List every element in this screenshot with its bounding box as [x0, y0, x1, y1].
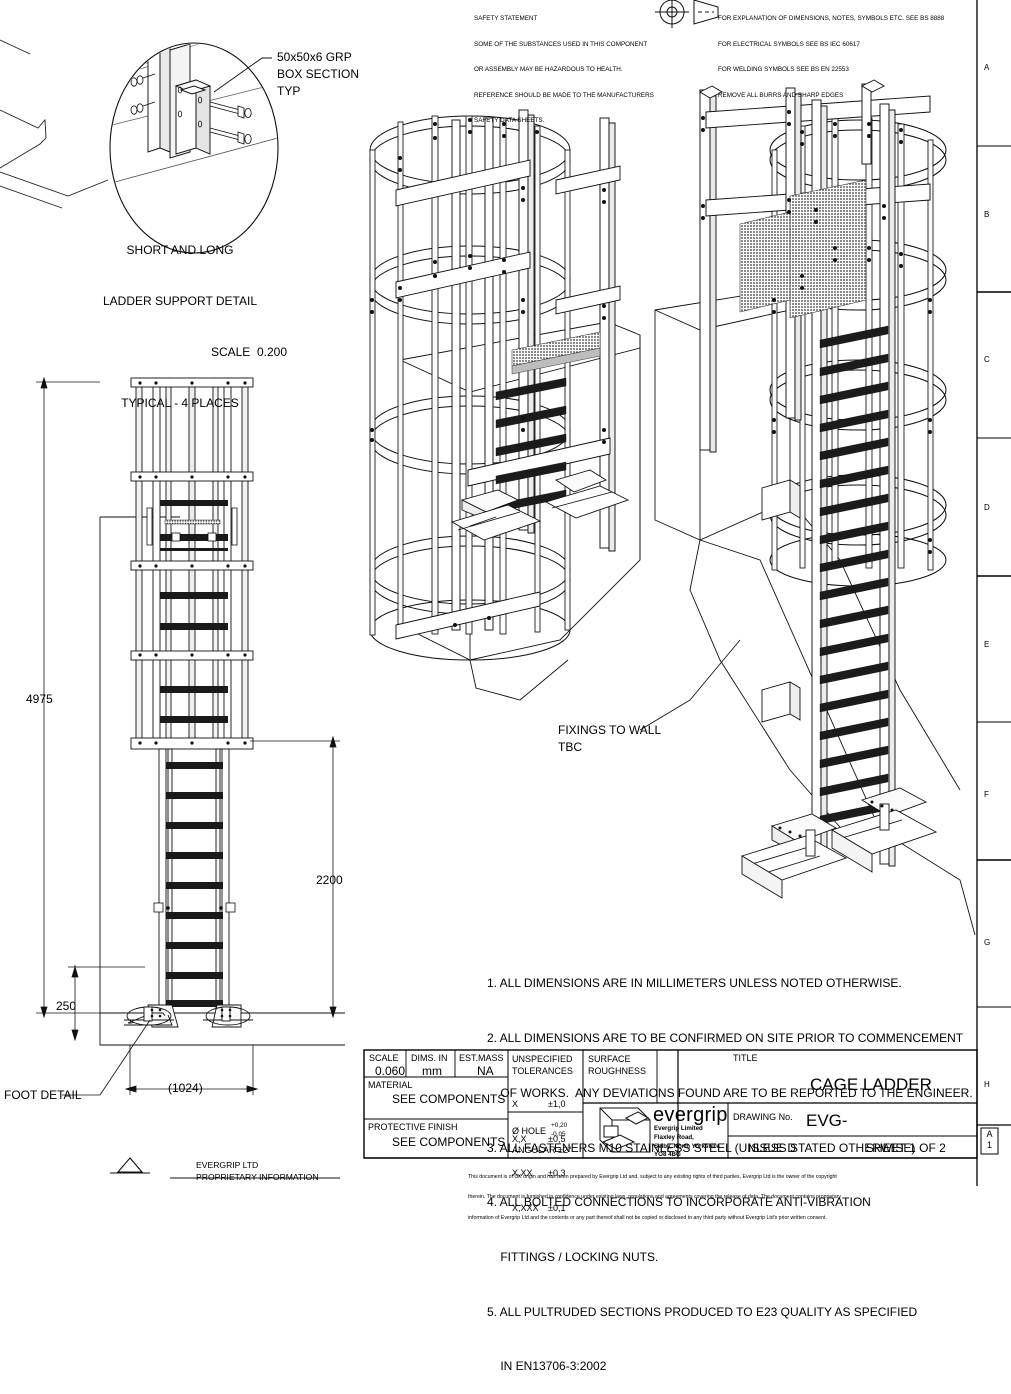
- footer-proprietary-text: PROPRIETARY INFORMATION: [196, 1171, 319, 1182]
- technical-drawing-canvas: [0, 0, 1011, 1186]
- scale-label: SCALE: [369, 1053, 399, 1063]
- protective-finish-value: SEE COMPONENTS: [392, 1135, 506, 1149]
- isometric-view-left: [369, 109, 641, 701]
- box-section-callout-label: 50x50x6 GRP BOX SECTION TYP: [277, 50, 360, 99]
- sheet-value: SHEET 1 OF 2: [866, 1141, 946, 1155]
- est-mass-label: EST.MASS: [459, 1053, 504, 1063]
- hole-tolerance-label: Ø HOLE: [512, 1126, 547, 1136]
- elevation-rungs-lower: [166, 762, 223, 1007]
- dimension-foot-height: 250: [56, 999, 77, 1013]
- fixings-to-wall-note: FIXINGS TO WALL TBC: [558, 723, 662, 754]
- top-left-partial-geometry: [0, 39, 109, 209]
- copyright-notice: This document is of UK origin and has be…: [468, 1173, 841, 1221]
- dims-in-value: mm: [422, 1064, 442, 1078]
- dimension-lines: [36, 376, 340, 1096]
- zone-letter-a: A: [984, 63, 990, 72]
- zone-letter-b: B: [984, 210, 990, 219]
- dims-in-label: DIMS. IN: [411, 1053, 448, 1063]
- footer-company-block: EVERGRIP LTD PROPRIETARY INFORMATION: [196, 1160, 319, 1184]
- surface-roughness-label: SURFACE ROUGHNESS: [588, 1054, 647, 1077]
- note-item: OF WORKS. ANY DEVIATIONS FOUND ARE TO BE…: [487, 1085, 973, 1100]
- base-feet-right: [740, 787, 938, 899]
- note-item: 2. ALL DIMENSIONS ARE TO BE CONFIRMED ON…: [487, 1031, 964, 1046]
- note-item: FITTINGS / LOCKING NUTS.: [487, 1249, 659, 1264]
- drawing-no-label: DRAWING No.: [733, 1112, 793, 1122]
- standards-reference-text: FOR EXPLANATION OF DIMENSIONS, NOTES, SY…: [718, 15, 945, 99]
- hole-tolerance-plus: +0,20: [551, 1122, 568, 1129]
- elevation-view: [36, 376, 345, 1096]
- hole-tolerance-minus: -0,05: [551, 1131, 566, 1138]
- dimension-lower-height: 2200: [316, 873, 343, 887]
- footer-company-name: EVERGRIP LTD: [196, 1160, 259, 1170]
- zone-letter-h: H: [984, 1080, 990, 1089]
- base-feet-left: [450, 469, 630, 541]
- first-angle-projection-icon: [655, 0, 719, 28]
- company-address: Evergrip Limited Flaxley Road, Selby, No…: [654, 1125, 720, 1159]
- safety-statement-title: SAFETY STATEMENT: [474, 15, 538, 22]
- ladder-support-detail-title: SHORT AND LONG LADDER SUPPORT DETAIL SCA…: [102, 243, 287, 411]
- elevation-bolt-dots: [138, 381, 247, 745]
- material-value: SEE COMPONENTS: [392, 1092, 506, 1106]
- note-item: IN EN13706-3:2002: [487, 1359, 607, 1374]
- sheet-border-right: [976, 0, 1011, 1186]
- evergrip-wordmark: evergrip: [653, 1104, 728, 1126]
- issue-value: ISSUE D: [748, 1141, 797, 1155]
- angular-tolerance-label: ANGULAR ±2°: [512, 1145, 572, 1155]
- mesh-platform-left: [511, 331, 601, 375]
- zone-letter-f: F: [984, 790, 989, 799]
- foot-detail-label: FOOT DETAIL: [4, 1088, 82, 1102]
- detail-callout-leader: [213, 57, 272, 93]
- zone-letter-g: G: [984, 938, 991, 947]
- dimension-overall-height: 4975: [26, 692, 53, 706]
- scale-value: 0.060: [375, 1064, 406, 1078]
- evergrip-logo-icon: [599, 1107, 651, 1153]
- protective-finish-label: PROTECTIVE FINISH: [368, 1122, 458, 1132]
- zone-letter-c: C: [984, 355, 990, 364]
- elevation-rungs-upper: [160, 592, 228, 723]
- triangle-icon: [110, 1157, 150, 1174]
- title-block-frame: [363, 1049, 978, 1159]
- drawing-no-value: EVG-: [806, 1111, 848, 1130]
- note-item: 1. ALL DIMENSIONS ARE IN MILLIMETERS UNL…: [487, 976, 902, 991]
- safety-statement-text: SAFETY STATEMENT SOME OF THE SUBSTANCES …: [474, 15, 654, 124]
- foot-assembly: [124, 1004, 253, 1028]
- zone-letter-e: E: [984, 640, 990, 649]
- note-item: 5. ALL PULTRUDED SECTIONS PRODUCED TO E2…: [487, 1304, 918, 1319]
- mesh-panels-right: [739, 179, 867, 319]
- fixings-leader: [639, 639, 741, 731]
- unspecified-tolerances-label: UNSPECIFIED TOLERANCES: [512, 1054, 573, 1077]
- est-mass-value: NA: [477, 1064, 494, 1078]
- zone-letter-d: D: [984, 503, 990, 512]
- wall-fixing-brackets: [761, 479, 801, 723]
- material-label: MATERIAL: [368, 1080, 413, 1090]
- drawing-title-value: CAGE LADDER: [810, 1075, 932, 1094]
- note-item: 3. ALL FASTENERS M10 STAINLESS STEEL (UN…: [487, 1140, 916, 1155]
- title-label: TITLE: [733, 1053, 758, 1063]
- rungs-right: [819, 325, 889, 825]
- dimension-width: (1024): [168, 1081, 203, 1095]
- isometric-view-right: [639, 79, 976, 936]
